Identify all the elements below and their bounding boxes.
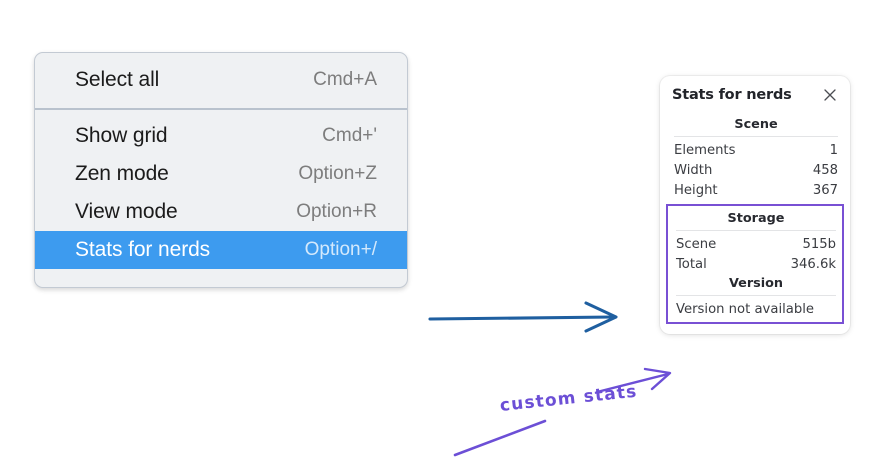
stats-group-version: Version Version not available xyxy=(674,274,838,318)
close-icon[interactable] xyxy=(821,86,839,104)
stats-row-key: Elements xyxy=(674,142,736,158)
stats-row-value: 346.6k xyxy=(790,256,836,272)
menu-item-shortcut: Option+Z xyxy=(298,163,377,184)
menu-item-stats-for-nerds[interactable]: Stats for nerds Option+/ xyxy=(35,231,407,269)
menu-item-select-all[interactable]: Select all Cmd+A xyxy=(35,60,407,100)
stats-panel-header: Stats for nerds xyxy=(672,86,840,104)
stats-divider xyxy=(676,295,836,296)
purple-tail-stroke xyxy=(453,419,547,457)
stats-row: Elements 1 xyxy=(672,140,840,160)
stats-row-value: 515b xyxy=(802,236,836,252)
menu-item-label: Stats for nerds xyxy=(75,238,211,261)
menu-item-view-mode[interactable]: View mode Option+R xyxy=(35,193,407,231)
stats-row-value: 458 xyxy=(812,162,838,178)
stats-divider xyxy=(676,230,836,231)
menu-item-shortcut: Cmd+' xyxy=(322,125,377,146)
menu-section-secondary: Show grid Cmd+' Zen mode Option+Z View m… xyxy=(35,108,407,287)
stats-row-value: 1 xyxy=(829,142,838,158)
stats-panel-title: Stats for nerds xyxy=(672,87,792,103)
menu-item-zen-mode[interactable]: Zen mode Option+Z xyxy=(35,155,407,193)
menu-section-primary: Select all Cmd+A xyxy=(35,53,407,108)
stats-row: Scene 515b xyxy=(674,234,838,254)
menu-item-shortcut: Cmd+A xyxy=(313,69,377,90)
stats-row: Width 458 xyxy=(672,160,840,180)
menu-item-label: View mode xyxy=(75,200,178,223)
stats-group-storage: Storage Scene 515b Total 346.6k xyxy=(674,209,838,274)
stats-row-key: Height xyxy=(674,182,718,198)
menu-item-label: Zen mode xyxy=(75,162,169,185)
menu-item-shortcut: Option+/ xyxy=(304,239,377,260)
menu-item-label: Select all xyxy=(75,68,160,91)
stats-panel: Stats for nerds Scene Elements 1 Width 4… xyxy=(660,76,850,334)
stats-row: Total 346.6k xyxy=(674,254,838,274)
blue-flow-arrow xyxy=(428,301,618,333)
menu-item-shortcut: Option+R xyxy=(296,201,377,222)
version-status-text: Version not available xyxy=(676,302,814,317)
stats-row: Height 367 xyxy=(672,180,840,200)
stats-group-heading: Scene xyxy=(734,117,778,132)
stats-group-heading: Storage xyxy=(727,211,785,226)
custom-stats-annotation: custom stats xyxy=(498,381,639,416)
context-menu[interactable]: Select all Cmd+A Show grid Cmd+' Zen mod… xyxy=(34,52,408,288)
stats-row-key: Total xyxy=(676,256,707,272)
menu-item-label: Show grid xyxy=(75,124,168,147)
stats-row-value: 367 xyxy=(812,182,838,198)
stats-group-scene: Scene Elements 1 Width 458 Height 367 xyxy=(672,115,840,200)
stats-row-key: Width xyxy=(674,162,713,178)
custom-stats-highlight-box: Storage Scene 515b Total 346.6k Version … xyxy=(666,204,844,324)
menu-item-show-grid[interactable]: Show grid Cmd+' xyxy=(35,117,407,155)
stats-divider xyxy=(674,136,838,137)
stats-group-heading: Version xyxy=(728,276,784,291)
stats-row-key: Scene xyxy=(676,236,717,252)
